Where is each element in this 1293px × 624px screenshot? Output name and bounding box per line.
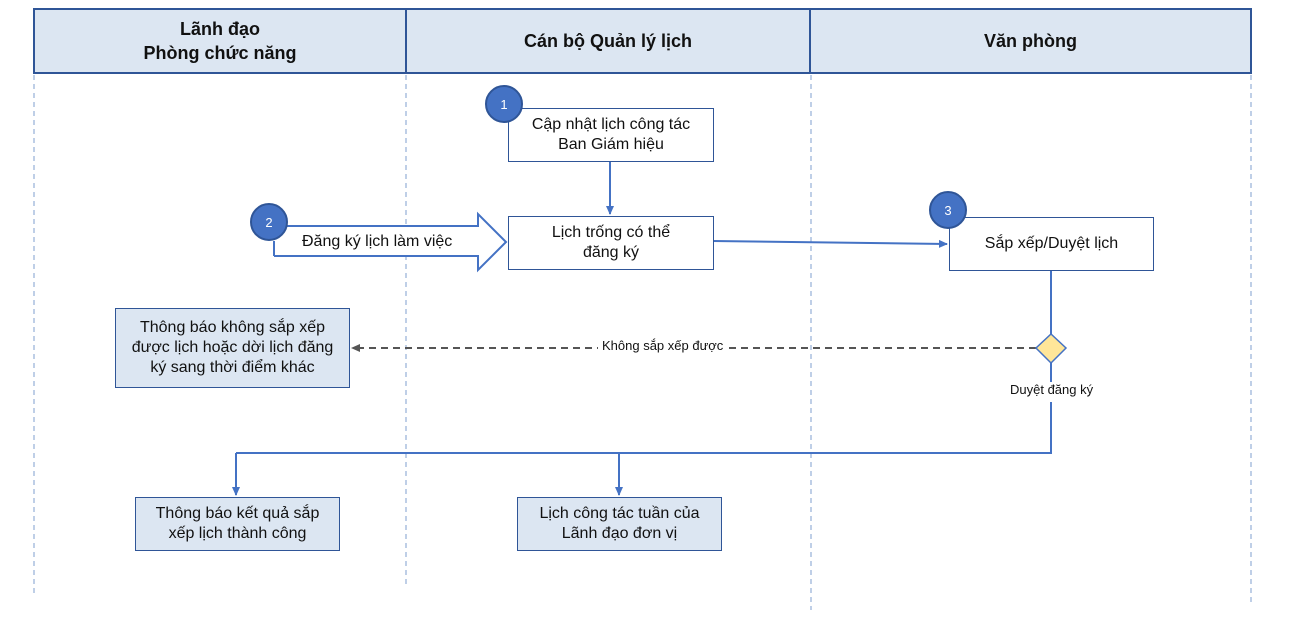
lane-header-office: Văn phòng <box>809 8 1252 74</box>
badge-number: 2 <box>265 214 273 230</box>
weekly-schedule-box[interactable]: Lịch công tác tuần của Lãnh đạo đơn vị <box>517 497 722 551</box>
box-text: Thông báo không sắp xếp <box>139 319 325 336</box>
step-1-badge: 1 <box>485 85 523 123</box>
lane-title-line: Lãnh đạo <box>179 19 260 39</box>
available-slots-box[interactable]: Lịch trống có thể đăng ký <box>508 216 714 270</box>
lane-title-line: Phòng chức năng <box>143 43 297 63</box>
lane-header-schedule-manager: Cán bộ Quản lý lịch <box>405 8 811 74</box>
box-text: Lãnh đạo đơn vị <box>561 525 678 542</box>
box-text: ký sang thời điểm khác <box>150 359 315 376</box>
box-text: được lịch hoặc dời lịch đăng <box>131 339 334 356</box>
lane-header-leaders: Lãnh đạo Phòng chức năng <box>33 8 407 74</box>
notify-success-box[interactable]: Thông báo kết quả sắp xếp lịch thành côn… <box>135 497 340 551</box>
box-text: Lịch trống có thể <box>551 224 671 241</box>
arrow-available-to-arrange <box>712 239 948 248</box>
reject-label: Không sắp xếp được <box>598 338 728 353</box>
box-text: Cập nhật lịch công tác <box>531 116 691 133</box>
badge-number: 3 <box>944 202 952 218</box>
box-text: Sắp xếp/Duyệt lịch <box>984 235 1119 252</box>
badge-number: 1 <box>500 96 508 112</box>
notify-fail-box[interactable]: Thông báo không sắp xếp được lịch hoặc d… <box>115 308 350 388</box>
box-text: Thông báo kết quả sắp <box>155 505 320 522</box>
register-block-arrow <box>274 211 508 273</box>
approve-label: Duyệt đăng ký <box>1006 382 1098 397</box>
step-3-badge: 3 <box>929 191 967 229</box>
step-2-badge: 2 <box>250 203 288 241</box>
box-text: Lịch công tác tuần của <box>539 505 700 522</box>
lane-title: Cán bộ Quản lý lịch <box>523 31 693 51</box>
arrange-approve-box[interactable]: Sắp xếp/Duyệt lịch <box>949 217 1154 271</box>
decision-diamond <box>1034 332 1068 365</box>
update-schedule-box[interactable]: Cập nhật lịch công tác Ban Giám hiệu <box>508 108 714 162</box>
box-text: xếp lịch thành công <box>168 525 307 542</box>
box-text: Ban Giám hiệu <box>558 136 664 153</box>
box-text: đăng ký <box>582 244 640 261</box>
lane-title: Văn phòng <box>984 31 1077 51</box>
register-arrow-label: Đăng ký lịch làm việc <box>302 233 453 250</box>
